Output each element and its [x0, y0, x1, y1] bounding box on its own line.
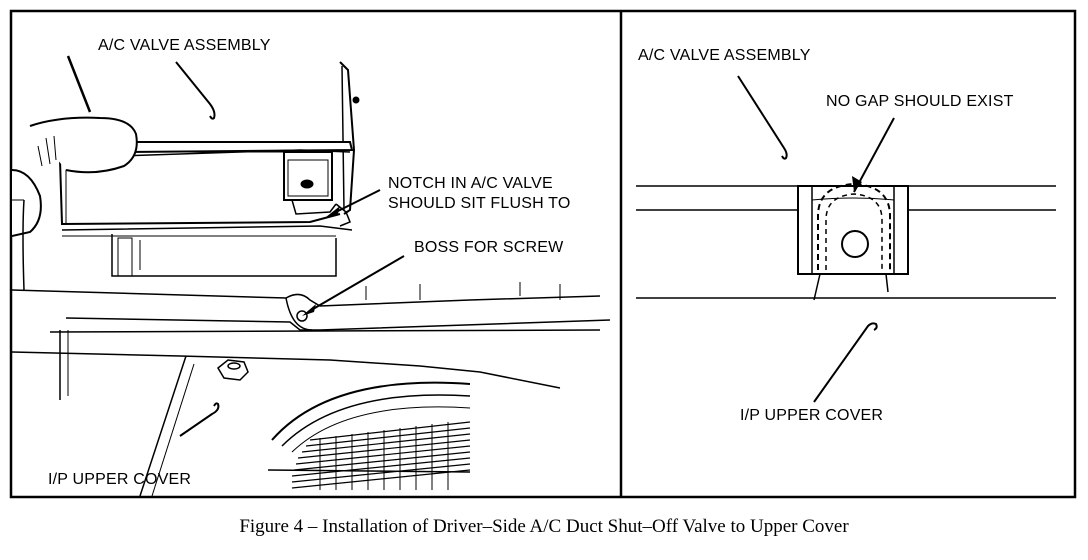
right-label-ip-upper-cover: I/P UPPER COVER [740, 407, 884, 424]
left-label-notch-line1: NOTCH IN A/C VALVE [388, 175, 553, 192]
right-leader-lines [737, 75, 895, 403]
left-leader-lines [175, 61, 405, 437]
left-label-ip-upper-cover: I/P UPPER COVER [48, 471, 192, 488]
left-panel-illustration [12, 55, 611, 496]
right-label-no-gap: NO GAP SHOULD EXIST [826, 93, 1014, 110]
right-panel-illustration [636, 182, 1056, 301]
right-label-ac-valve-assembly: A/C VALVE ASSEMBLY [638, 47, 811, 64]
left-label-boss-for-screw: BOSS FOR SCREW [414, 239, 564, 256]
left-label-ac-valve-assembly: A/C VALVE ASSEMBLY [98, 37, 271, 54]
right-arrowhead-gap [852, 176, 862, 192]
left-label-notch-line2: SHOULD SIT FLUSH TO [388, 195, 571, 212]
left-arrowhead-boss [302, 304, 316, 316]
figure-caption: Figure 4 – Installation of Driver–Side A… [239, 516, 849, 537]
figure-frame [9, 9, 1077, 499]
left-arrowhead-notch [326, 206, 340, 217]
